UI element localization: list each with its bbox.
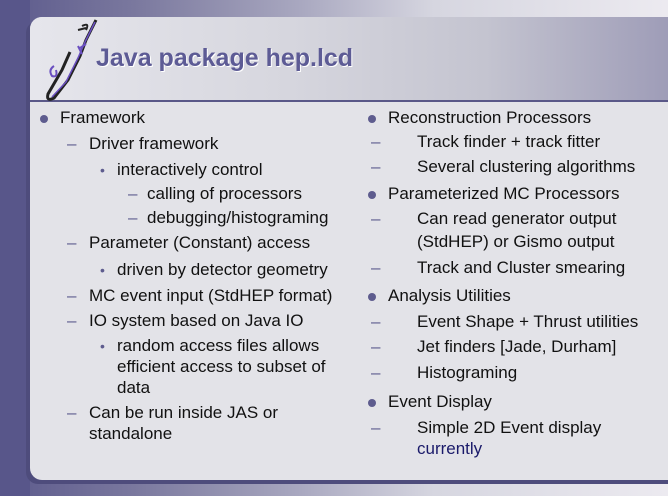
bullet-icon bbox=[368, 399, 376, 407]
left-bullet-text: IO system based on Java IO bbox=[89, 311, 304, 330]
right-bullet-text: Parameterized MC Processors bbox=[388, 184, 620, 203]
dot-bullet-icon: • bbox=[100, 338, 105, 354]
left-bullet-text: calling of processors bbox=[147, 184, 302, 203]
left-bullet-text: debugging/histograming bbox=[147, 208, 329, 227]
right-bullet-text: Jet finders [Jade, Durham] bbox=[417, 337, 617, 356]
dash-bullet-icon: – bbox=[67, 134, 77, 153]
right-bullet-text: currently bbox=[417, 439, 483, 458]
dash-bullet-icon: – bbox=[371, 132, 381, 151]
right-bullet-text: Track finder + track fitter bbox=[417, 132, 601, 151]
dash-bullet-icon: – bbox=[371, 418, 381, 437]
left-bullet-text: driven by detector geometry bbox=[117, 260, 328, 279]
right-bullet-text: Simple 2D Event display bbox=[417, 418, 602, 437]
bullet-icon bbox=[368, 293, 376, 301]
dash-bullet-icon: – bbox=[371, 209, 381, 228]
dash-bullet-icon: – bbox=[371, 157, 381, 176]
right-bullet-text: (StdHEP) or Gismo output bbox=[417, 232, 615, 251]
left-bullet-text: interactively control bbox=[117, 160, 263, 179]
left-bullet-text: efficient access to subset of bbox=[117, 357, 326, 376]
right-bullet-text: Several clustering algorithms bbox=[417, 157, 636, 176]
right-bullet-text: Reconstruction Processors bbox=[388, 108, 592, 127]
java-logo-icon bbox=[46, 19, 98, 101]
dash-bullet-icon: – bbox=[371, 312, 381, 331]
dash-bullet-icon: – bbox=[67, 311, 77, 330]
left-bullet-text: random access files allows bbox=[117, 336, 320, 355]
dash-bullet-icon: – bbox=[128, 208, 138, 227]
right-bullet-text: Histograming bbox=[417, 363, 518, 382]
right-bullet-text: Track and Cluster smearing bbox=[417, 258, 626, 277]
right-bullet-text: Can read generator output bbox=[417, 209, 617, 228]
dash-bullet-icon: – bbox=[371, 258, 381, 277]
left-bullet-text: MC event input (StdHEP format) bbox=[89, 286, 333, 305]
dash-bullet-icon: – bbox=[371, 363, 381, 382]
left-bullet-text: standalone bbox=[89, 424, 173, 443]
dot-bullet-icon: • bbox=[100, 262, 105, 278]
dot-bullet-icon: • bbox=[100, 162, 105, 178]
dash-bullet-icon: – bbox=[67, 233, 77, 252]
side-strip bbox=[0, 0, 30, 496]
bullet-icon bbox=[40, 115, 48, 123]
dash-bullet-icon: – bbox=[371, 337, 381, 356]
right-bullet-text: Analysis Utilities bbox=[388, 286, 511, 305]
right-bullet-text: Event Display bbox=[388, 392, 492, 411]
dash-bullet-icon: – bbox=[128, 184, 138, 203]
slide-title: Java package hep.lcd bbox=[96, 44, 354, 72]
dash-bullet-icon: – bbox=[67, 403, 77, 422]
title-bar bbox=[30, 17, 668, 102]
bullet-icon bbox=[368, 115, 376, 123]
dash-bullet-icon: – bbox=[67, 286, 77, 305]
left-bullet-text: data bbox=[117, 378, 151, 397]
left-bullet-text: Framework bbox=[60, 108, 146, 127]
left-bullet-text: Parameter (Constant) access bbox=[89, 233, 311, 252]
left-bullet-text: Driver framework bbox=[89, 134, 219, 153]
left-bullet-text: Can be run inside JAS or bbox=[89, 403, 278, 422]
bullet-icon bbox=[368, 191, 376, 199]
right-bullet-text: Event Shape + Thrust utilities bbox=[417, 312, 639, 331]
